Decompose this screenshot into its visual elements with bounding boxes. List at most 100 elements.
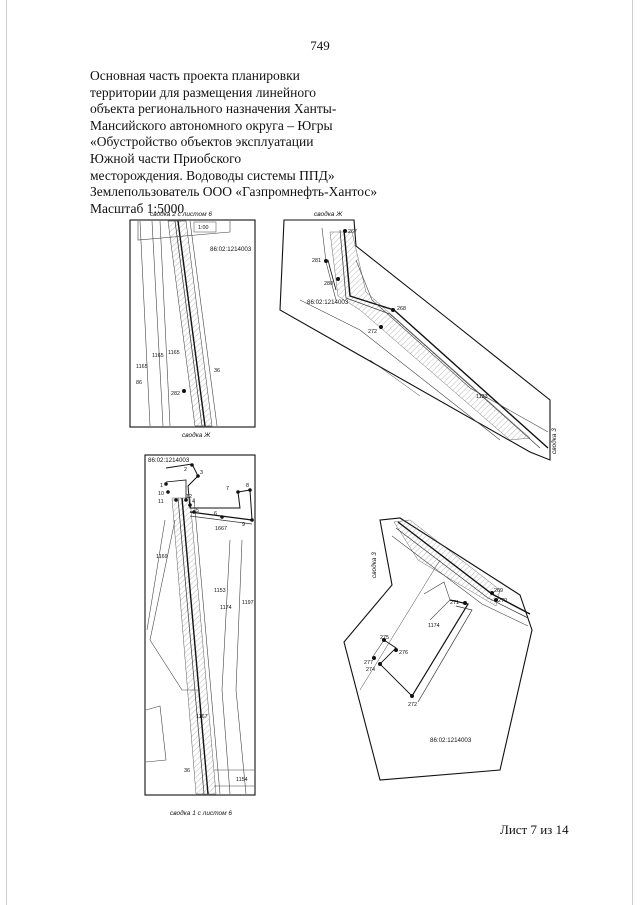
parcel-label: 1:00 [198,225,209,231]
heading-line: Землепользователь ООО «Газпромнефть-Хант… [90,184,378,200]
document-heading: Основная часть проекта планировки террит… [90,68,410,217]
cadastral-number: 86:02:1214003 [210,246,252,253]
survey-point [192,510,196,514]
boundary-line [299,299,501,441]
survey-point [184,498,188,502]
heading-line: объекта регионального назначения Ханты- [90,101,337,117]
map-frame [279,219,551,461]
parcel-label: 1133 [476,394,488,400]
survey-point [336,277,340,281]
map-frame [144,454,256,796]
boundary-line [146,519,166,631]
boundary-line [359,559,441,691]
corridor-hatch [171,497,217,795]
point-label: 5 [196,508,199,514]
parcel-outline [193,221,217,233]
heading-line: месторождения. Водоводы системы ППД» [90,167,335,183]
survey-point [174,498,178,502]
point-label: 3 [200,470,203,476]
parcel-outline [327,259,337,291]
survey-point [343,229,347,233]
page-number: 749 [310,38,330,53]
boundary-line [159,220,171,427]
heading-line: Южной части Приобского [90,150,242,166]
heading-line: Масштаб 1:5000 [90,200,185,216]
survey-point [378,662,382,666]
pipeline-line [343,229,549,449]
pipeline-line [411,599,469,697]
pipeline-line [339,229,541,449]
point-label: 277 [364,660,373,666]
survey-point [196,474,200,478]
boundary-line [355,259,549,433]
survey-point [463,601,467,605]
corridor-hatch [167,220,213,427]
point-label: 4 [192,499,195,505]
point-label: 272 [408,702,417,708]
point-label: 1 [160,483,163,489]
parcel-label: 1153 [214,588,226,594]
survey-point [220,515,224,519]
map-top-right: сводка Ж 267 281 280 268 272 86:02:12140… [279,210,558,461]
map-title-top: сводка Ж [314,210,343,218]
survey-point [324,259,328,263]
map-title-side: сводка 3 [370,552,378,578]
point-label: 271 [450,600,459,606]
boundary-line [193,497,221,795]
survey-point [248,488,252,492]
boundary-line [371,639,385,659]
parcel-label: 1174 [220,605,232,611]
map-frame [129,219,256,428]
parcel-label: 1154 [236,777,248,783]
parcel-label: 36 [184,768,190,774]
survey-point [382,638,386,642]
survey-point [394,648,398,652]
boundary-line [149,519,200,691]
pipeline-line [181,497,209,795]
map-title-bottom: сводка 1 с листом 6 [170,809,232,817]
corridor-hatch [393,519,501,607]
point-label: 11 [158,499,164,505]
point-label: 7 [226,486,229,492]
parcel-outline [379,639,413,697]
map-title-side: сводка 3 [550,428,558,454]
point-label: 275 [380,635,389,641]
point-label: 276 [399,650,408,656]
map-bottom-left: 86:02:1214003 1 2 3 4 5 6 7 8 9 [144,454,256,817]
pipeline-line [395,527,529,619]
point-label: 268 [397,306,406,312]
survey-point [379,325,383,329]
boundary-line [139,220,151,427]
boundary-line [151,220,164,427]
corridor-hatch [329,231,531,441]
point-label: 267 [348,229,357,235]
point-label: 272 [368,329,377,335]
survey-point [188,503,192,507]
survey-point [391,308,395,312]
boundary-line [221,539,231,795]
survey-point [182,389,186,393]
map-bottom-right: 269 270 271 275 276 277 274 272 1174 86:… [343,517,533,781]
boundary-line [391,535,529,627]
page-edge-right [632,0,633,905]
survey-point [166,490,170,494]
pipeline-line [417,605,473,703]
boundary-line [369,359,421,397]
heading-line: Основная часть проекта планировки [90,68,300,83]
boundary-line [189,220,218,427]
survey-point [372,656,376,660]
parcel-label: 1167 [196,714,208,720]
point-label: 6 [214,511,217,517]
point-label: 269 [494,588,503,594]
heading-line: территории для размещения линейного [90,84,317,100]
parcel-label: 1165 [136,364,148,370]
parcel-label: 1165 [168,350,180,356]
point-label: 270 [498,598,507,604]
parcel-label: 1165 [152,353,164,359]
point-label: 12 [186,494,192,500]
pipeline-line [177,220,206,427]
boundary-line [137,221,231,241]
survey-point [164,482,168,486]
sheet-number: Лист 7 из 14 [500,822,569,837]
